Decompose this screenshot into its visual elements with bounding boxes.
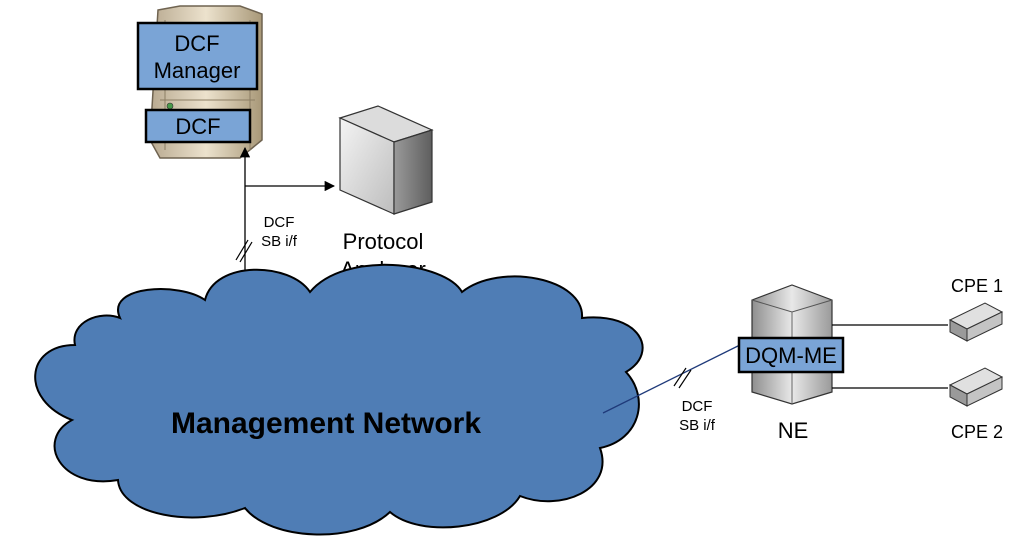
dcf-manager-label-line1: DCF xyxy=(174,31,219,56)
dcf-manager-box: DCF Manager xyxy=(136,21,259,91)
ne-label: NE xyxy=(778,418,809,443)
cpe2-device xyxy=(948,367,1004,407)
interface-right-label-line2: SB i/f xyxy=(679,417,716,434)
cpe1-device xyxy=(948,302,1004,342)
interface-right-slash-2 xyxy=(678,369,692,389)
protocol-analyzer-server xyxy=(338,105,434,215)
dcf-manager-label-line2: Manager xyxy=(154,58,241,83)
interface-top-slash-1 xyxy=(235,239,249,261)
dcf-box: DCF xyxy=(144,108,252,144)
protocol-analyzer-label-line1: Protocol xyxy=(343,229,424,254)
interface-top-label-line1: DCF xyxy=(264,214,295,231)
interface-right-label-line1: DCF xyxy=(682,398,713,415)
dcf-label: DCF xyxy=(175,114,220,139)
network-to-ne-link xyxy=(602,339,751,414)
cpe1-label: CPE 1 xyxy=(951,276,1003,296)
management-network-label: Management Network xyxy=(171,407,481,440)
interface-top-label-line2: SB i/f xyxy=(261,233,298,250)
management-network-cloud xyxy=(34,263,644,536)
cpe2-label: CPE 2 xyxy=(951,422,1003,442)
interface-top-slash-2 xyxy=(239,241,253,263)
dqm-me-label: DQM-ME xyxy=(745,343,837,368)
interface-right-slash-1 xyxy=(673,367,687,387)
dqm-me-box: DQM-ME xyxy=(737,336,845,374)
